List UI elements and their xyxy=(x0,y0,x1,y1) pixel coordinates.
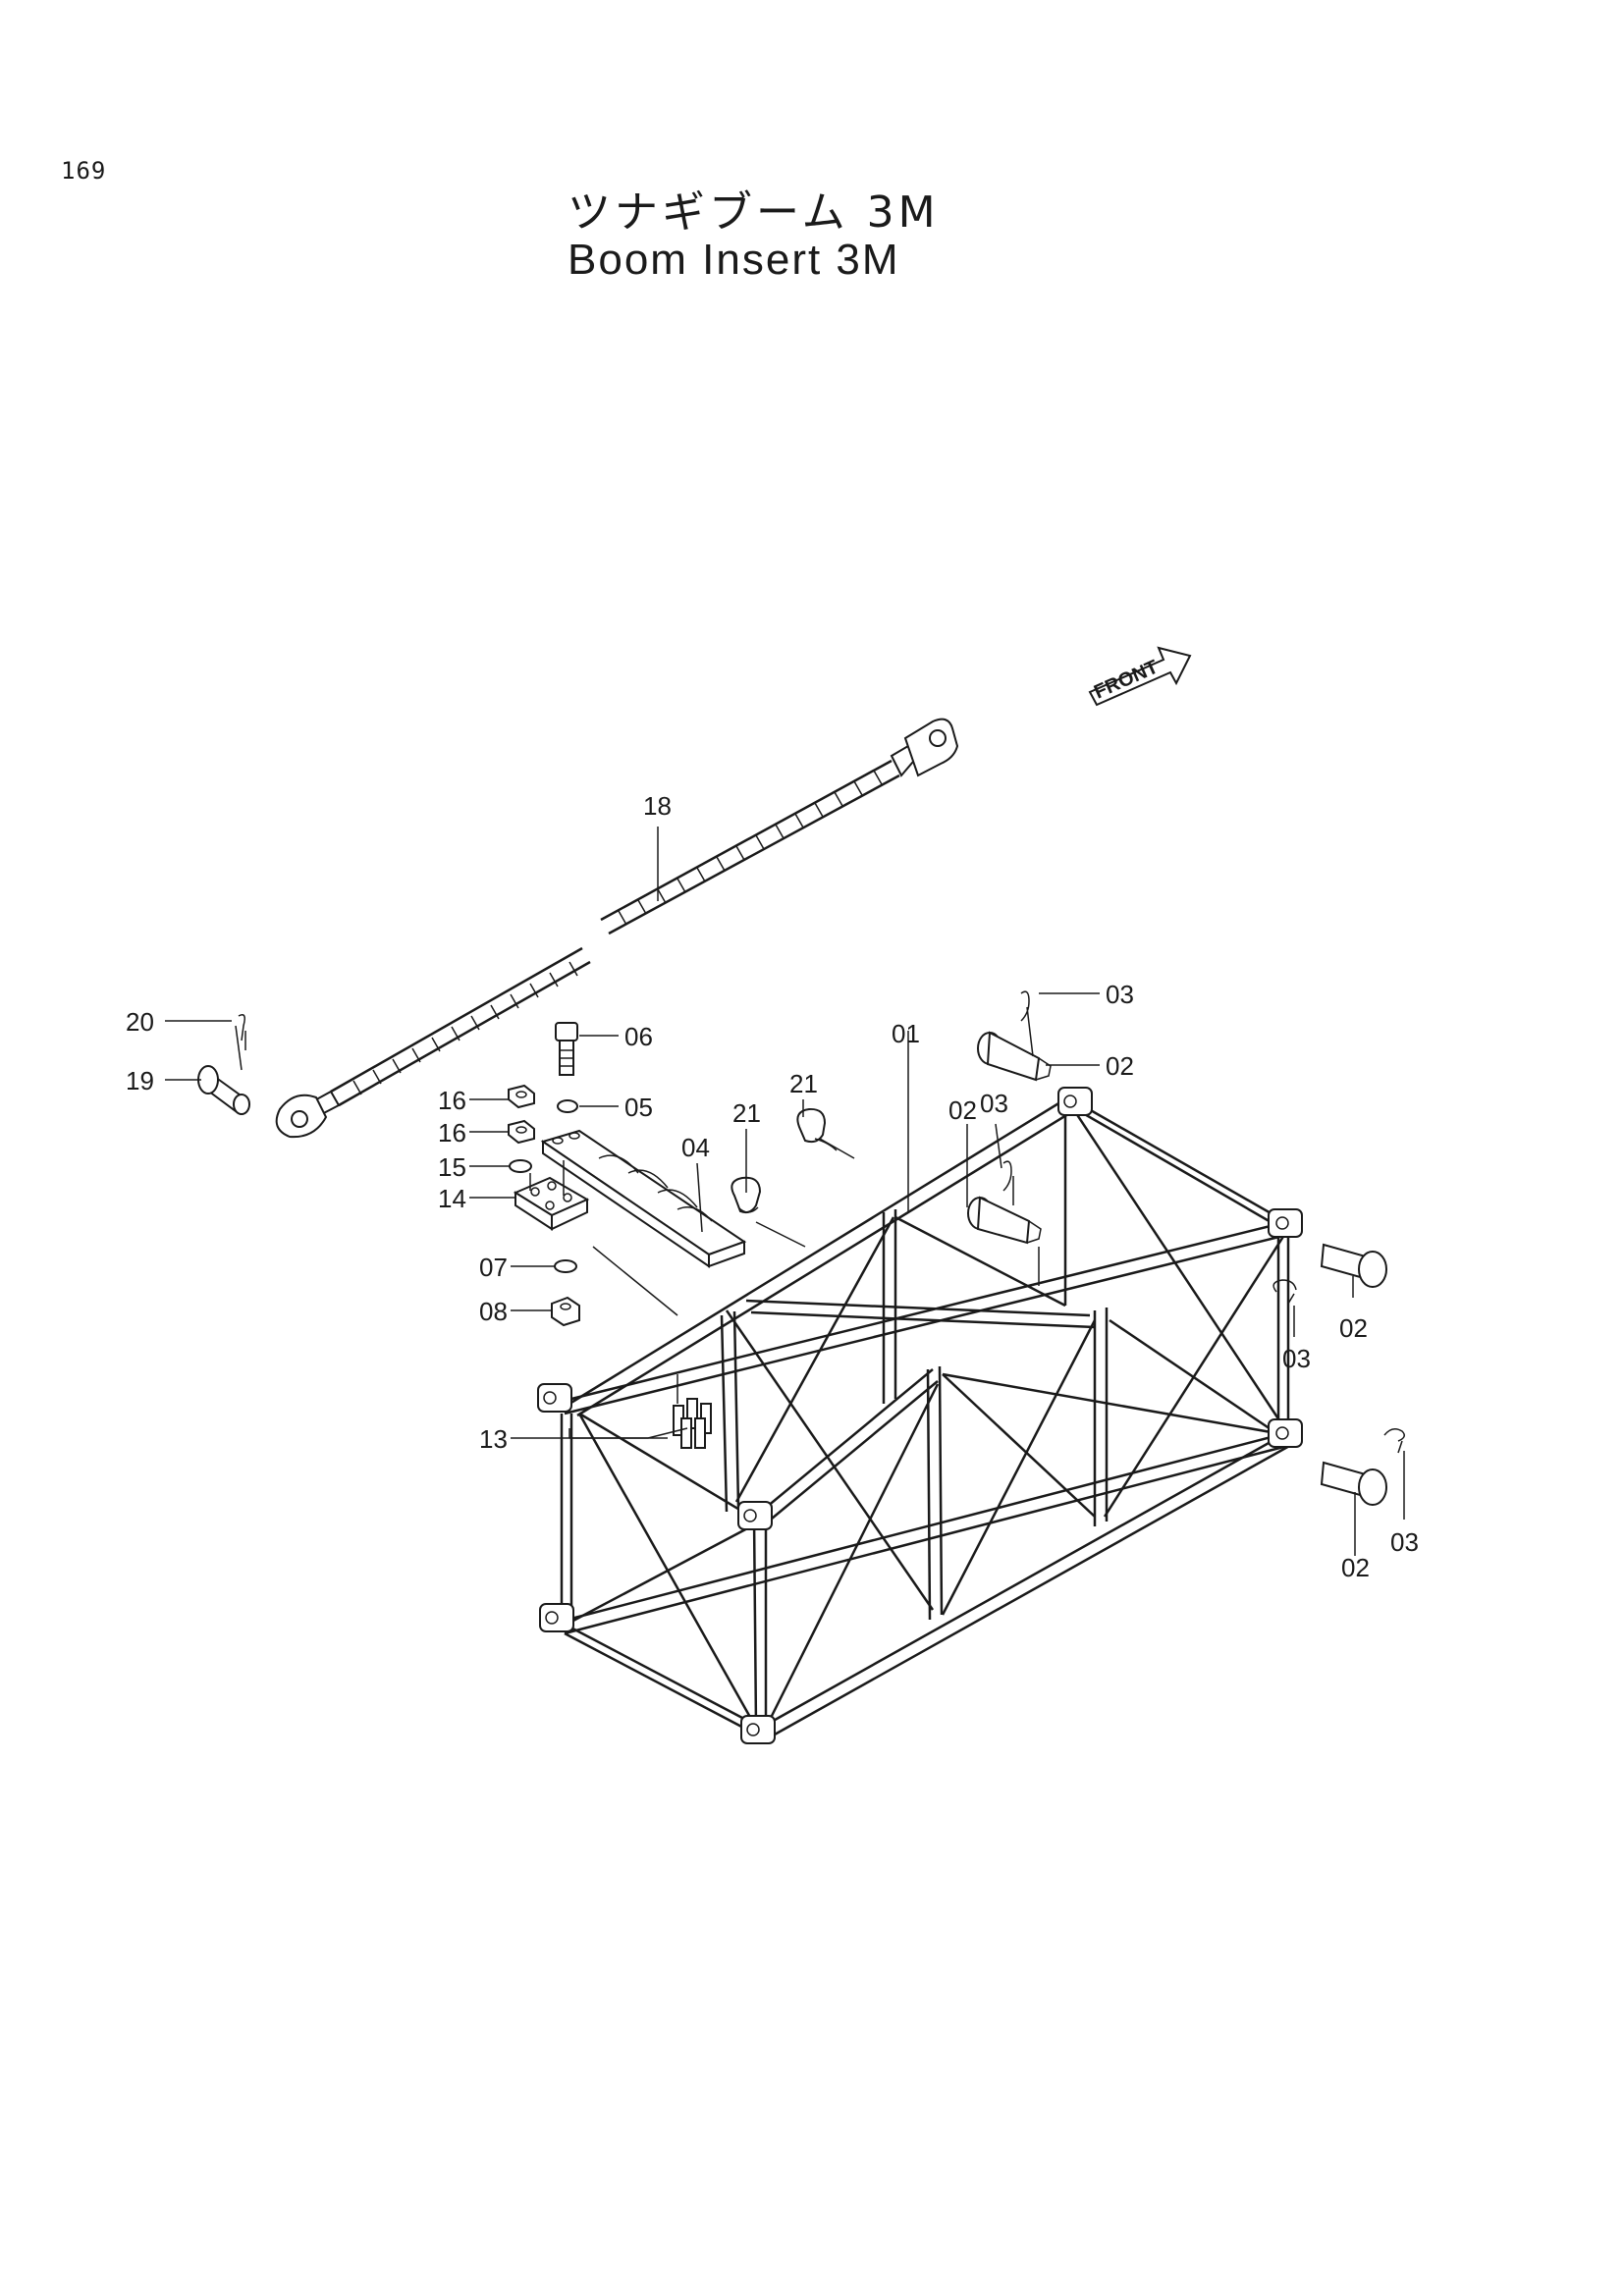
callout-03-middle: 03 xyxy=(980,1089,1008,1118)
frame-lug-bottom-front xyxy=(740,1715,776,1744)
callout-03-top: 03 xyxy=(1106,980,1134,1009)
callout-18: 18 xyxy=(643,791,672,821)
callout-14: 14 xyxy=(438,1184,466,1213)
plate-part-14 xyxy=(513,1160,590,1231)
clip-part-21-left xyxy=(731,1176,762,1214)
callout-02-top: 02 xyxy=(1106,1051,1134,1081)
callout-03-right-lower: 03 xyxy=(1390,1527,1419,1557)
front-label: FRONT xyxy=(1091,656,1162,703)
washer-part-07 xyxy=(554,1259,577,1273)
nut-part-16-lower xyxy=(508,1119,535,1145)
bolt-cluster-part-13 xyxy=(673,1374,712,1449)
pin-part-02-upper xyxy=(977,990,1052,1082)
frame-lug-mid-front xyxy=(737,1501,773,1530)
pin-part-02-right-upper xyxy=(1272,1243,1387,1305)
callout-02-right-lower: 02 xyxy=(1341,1553,1370,1582)
callout-16-upper: 16 xyxy=(438,1086,466,1115)
frame-lug-top-rear xyxy=(1057,1087,1093,1116)
callout-05: 05 xyxy=(624,1093,653,1122)
callout-08: 08 xyxy=(479,1297,508,1326)
pin-part-02-right-lower xyxy=(1320,1428,1405,1506)
frame-lug-top-left xyxy=(537,1383,572,1413)
callout-03-right-upper: 03 xyxy=(1282,1344,1311,1373)
pin-part-02-middle xyxy=(967,1160,1042,1286)
callout-19: 19 xyxy=(126,1066,154,1095)
leader-lines xyxy=(165,827,1405,1556)
frame-lug-right-upper xyxy=(1268,1208,1303,1238)
nut-part-16-upper xyxy=(508,1084,535,1109)
lattice-boom-frame-part-01 xyxy=(537,1087,1303,1744)
slider-pad-part-04 xyxy=(540,1129,747,1268)
title-japanese: ツナギブーム 3M xyxy=(568,187,940,238)
cotter-pin-part-20 xyxy=(235,1014,246,1071)
callout-06: 06 xyxy=(624,1022,653,1051)
nut-part-08 xyxy=(551,1296,580,1327)
bolt-part-06 xyxy=(555,1022,578,1076)
page-number: 169 xyxy=(61,157,107,185)
callout-20: 20 xyxy=(126,1007,154,1037)
callout-21-right: 21 xyxy=(789,1069,818,1098)
callout-07: 07 xyxy=(479,1253,508,1282)
callout-04: 04 xyxy=(681,1133,710,1162)
pin-part-19 xyxy=(197,1065,250,1115)
callout-02-right-upper: 02 xyxy=(1339,1313,1368,1343)
tension-cable-part-18 xyxy=(275,718,959,1139)
callout-15: 15 xyxy=(438,1152,466,1182)
frame-lug-right-lower xyxy=(1268,1418,1303,1448)
callout-13: 13 xyxy=(479,1424,508,1454)
callout-02-middle: 02 xyxy=(948,1095,977,1125)
callout-01: 01 xyxy=(892,1019,920,1048)
callout-16-lower: 16 xyxy=(438,1118,466,1148)
washer-part-15 xyxy=(509,1159,532,1173)
washer-part-05 xyxy=(557,1099,578,1113)
frame-lug-bottom-left xyxy=(539,1603,574,1632)
front-arrow-icon: FRONT xyxy=(1088,646,1192,707)
callout-21-left: 21 xyxy=(732,1098,761,1128)
title-english: Boom Insert 3M xyxy=(568,236,900,284)
